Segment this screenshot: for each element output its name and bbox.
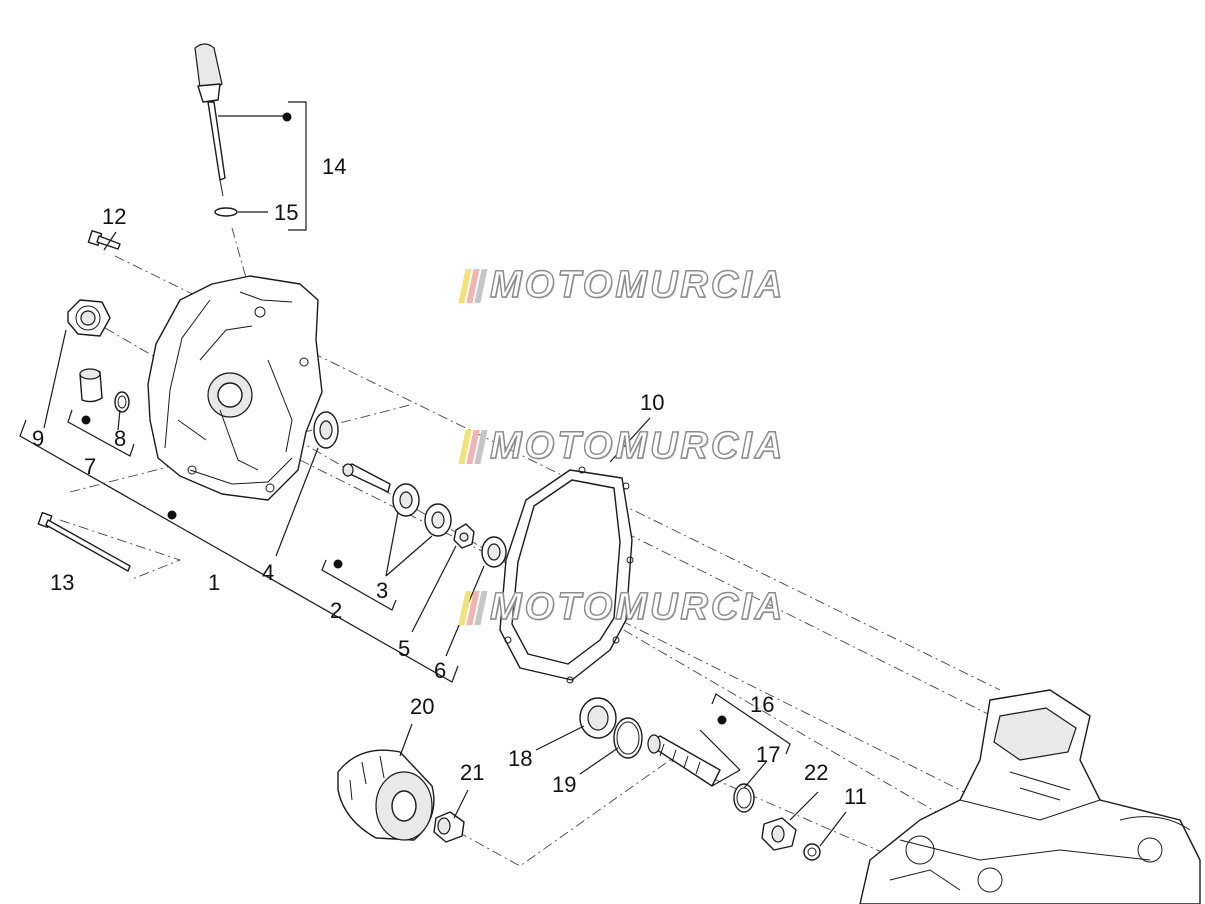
cover-gasket (499, 466, 634, 684)
reference-dots (81, 112, 727, 725)
callout-20: 20 (410, 694, 434, 719)
dipstick-o-ring (214, 207, 238, 217)
watermark-stripes (458, 268, 488, 303)
strainer-o-ring (733, 783, 755, 813)
callout-1: 1 (208, 570, 220, 595)
callout-22: 22 (804, 760, 828, 785)
callout-11: 11 (844, 784, 867, 809)
watermark-stripes (458, 429, 488, 464)
oil-seal (481, 536, 507, 568)
callout-16: 16 (750, 692, 774, 717)
watermark-logo-top: MOTOMURCIA (458, 263, 786, 307)
callout-4: 4 (262, 560, 274, 585)
filter-cap (579, 697, 617, 739)
dipstick (194, 43, 226, 197)
callout-8: 8 (114, 426, 126, 451)
watermark-text: MOTOMURCIA (489, 585, 786, 628)
cover-cap (67, 299, 111, 337)
callout-10: 10 (640, 390, 664, 415)
filter-fitting (433, 811, 465, 843)
watermark-logo-bottom: MOTOMURCIA (458, 585, 786, 629)
watermark-text: MOTOMURCIA (489, 424, 786, 467)
callout-labels: 1 2 3 4 5 6 7 8 9 10 11 12 13 14 15 16 1… (32, 154, 867, 809)
shaft-bearing (313, 411, 339, 449)
cap-o-ring (613, 717, 643, 759)
callout-7: 7 (84, 454, 96, 479)
callout-15: 15 (274, 200, 298, 225)
callout-19: 19 (552, 772, 576, 797)
watermark-logo-middle: MOTOMURCIA (458, 424, 786, 468)
pump-shaft (342, 463, 391, 493)
bearing-pair (392, 483, 452, 537)
callout-9: 9 (32, 426, 44, 451)
callout-6: 6 (434, 658, 446, 683)
long-bolt (37, 511, 131, 572)
callout-18: 18 (508, 746, 532, 771)
callout-2: 2 (330, 598, 342, 623)
callout-21: 21 (460, 760, 484, 785)
drain-plug (79, 368, 103, 403)
callout-13: 13 (50, 570, 74, 595)
oil-strainer (647, 734, 721, 787)
callout-3: 3 (376, 578, 388, 603)
callout-5: 5 (398, 636, 410, 661)
sensor-washer (803, 843, 821, 861)
engine-assembly (859, 689, 1201, 904)
callout-17: 17 (756, 742, 780, 767)
leader-lines (43, 115, 847, 847)
watermark-stripes (458, 590, 488, 625)
flywheel-cover (147, 275, 323, 501)
callout-12: 12 (102, 204, 126, 229)
brackets (19, 101, 791, 755)
plug-washer (114, 391, 130, 413)
watermark-text: MOTOMURCIA (489, 263, 786, 306)
shaft-nut (453, 523, 475, 549)
callout-14: 14 (322, 154, 346, 179)
pressure-sensor (761, 817, 797, 851)
oil-filter (337, 749, 435, 841)
